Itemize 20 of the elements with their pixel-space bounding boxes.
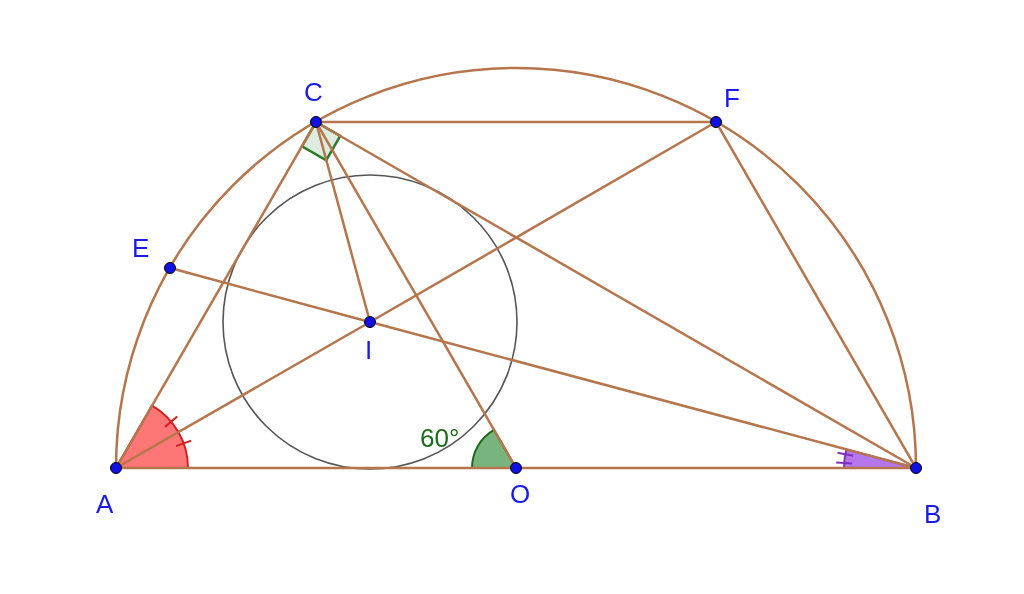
point-label: I: [365, 336, 373, 364]
angle-label: 60°: [420, 424, 460, 452]
line-segment: [316, 127, 370, 317]
line-segment: [322, 120, 710, 124]
point-label: C: [304, 78, 323, 106]
point-label: F: [724, 84, 740, 112]
line-segment: [117, 126, 315, 464]
point-label: B: [924, 500, 942, 528]
line-segment: [717, 126, 915, 464]
point-label: O: [510, 480, 531, 508]
line-segment: [375, 322, 911, 468]
line-segment: [317, 126, 515, 464]
point-label: E: [132, 234, 150, 262]
line-segment: [320, 123, 912, 467]
point-label: A: [96, 490, 114, 518]
line-segment: [374, 123, 712, 321]
line-segment: [120, 323, 366, 467]
line-segment: [522, 466, 910, 470]
line-segment: [175, 268, 365, 322]
line-segment: [122, 466, 510, 470]
